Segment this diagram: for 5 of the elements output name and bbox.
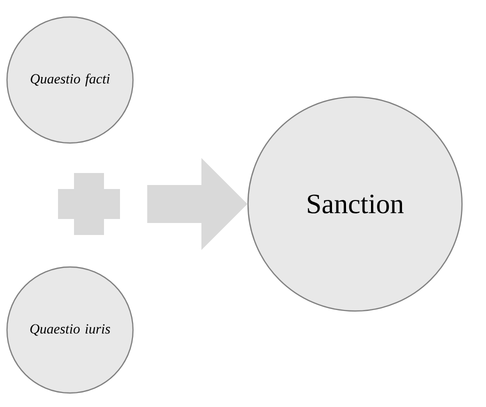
circle-node: Quaestio iuris [6,266,134,394]
plus-shape [58,173,120,235]
circle-node: Sanction [247,96,463,312]
block-arrow [147,158,248,250]
circle-node: Quaestio facti [6,16,134,144]
